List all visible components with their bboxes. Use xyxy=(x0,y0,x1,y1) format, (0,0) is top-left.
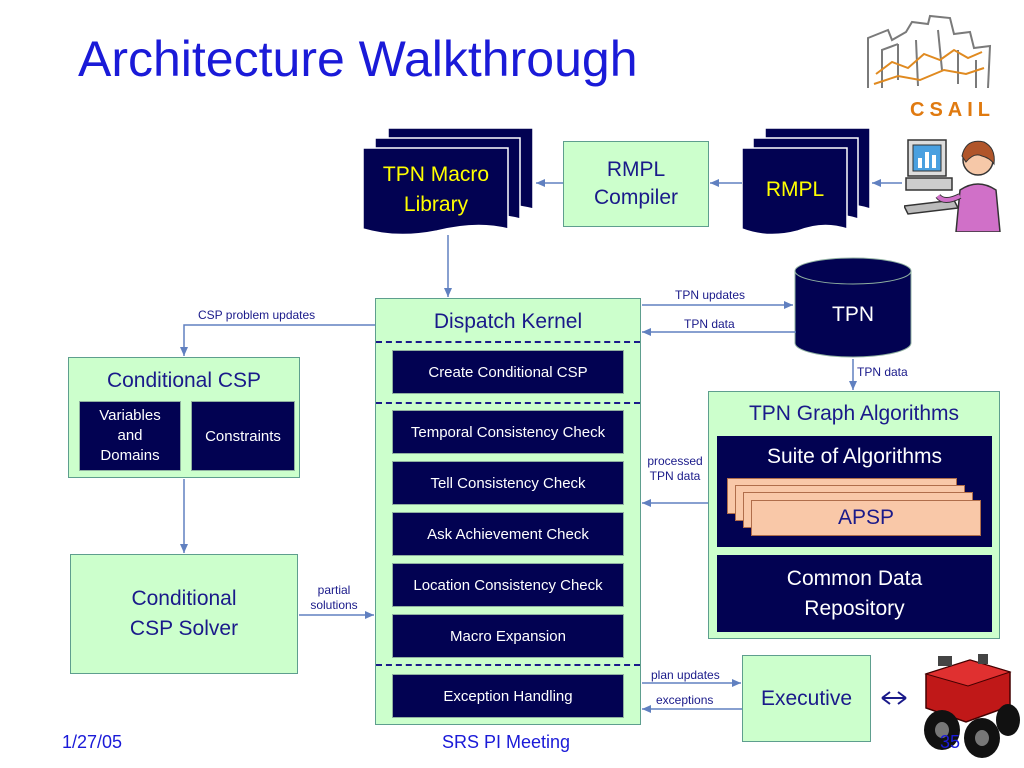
kernel-divider xyxy=(376,341,640,343)
conditional-csp-panel: Conditional CSP Variables and Domains Co… xyxy=(68,357,300,478)
csp-problem-updates-label: CSP problem updates xyxy=(198,308,316,322)
macro-expansion-step: Macro Expansion xyxy=(392,614,624,658)
footer-page-number: 35 xyxy=(940,732,961,752)
slide-title: Architecture Walkthrough xyxy=(78,31,638,87)
location-consistency-check-step: Location Consistency Check xyxy=(392,563,624,607)
ask-achievement-check-step: Ask Achievement Check xyxy=(392,512,624,556)
variables-and-domains-box: Variables and Domains xyxy=(79,401,181,471)
dispatch-kernel-panel: Dispatch Kernel Create Conditional CSP T… xyxy=(375,298,641,725)
executive-box: Executive xyxy=(742,655,871,742)
rmpl-label: RMPL xyxy=(765,178,825,201)
constraints-box: Constraints xyxy=(191,401,295,471)
conditional-csp-title: Conditional CSP xyxy=(106,369,262,392)
suite-of-algorithms-box: Suite of Algorithms APSP xyxy=(717,436,992,547)
tell-consistency-check-step: Tell Consistency Check xyxy=(392,461,624,505)
rmpl-compiler-box: RMPL Compiler xyxy=(563,141,709,227)
tpn-macro-library-stack: TPN Macro Library xyxy=(362,127,534,239)
plan-updates-label: plan updates xyxy=(651,668,720,682)
tpn-updates-label: TPN updates xyxy=(675,288,746,302)
dispatch-kernel-title: Dispatch Kernel xyxy=(433,310,583,333)
tpn-database: TPN xyxy=(794,257,912,359)
kernel-divider xyxy=(376,664,640,666)
footer-meeting: SRS PI Meeting xyxy=(442,732,571,752)
user-at-computer-icon xyxy=(902,134,1002,233)
tpn-graph-algorithms-panel: TPN Graph Algorithms Suite of Algorithms… xyxy=(708,391,1000,639)
footer-date: 1/27/05 xyxy=(62,732,123,752)
tpn-macro-library-label: TPN Macro Library xyxy=(382,163,490,216)
create-conditional-csp-step: Create Conditional CSP xyxy=(392,350,624,394)
csail-logo: CSAIL xyxy=(858,10,1008,125)
exceptions-label: exceptions xyxy=(656,693,714,707)
conditional-csp-solver-box: Conditional CSP Solver xyxy=(70,554,298,674)
suite-of-algorithms-title: Suite of Algorithms xyxy=(766,445,943,468)
exception-handling-step: Exception Handling xyxy=(392,674,624,718)
tpn-label: TPN xyxy=(832,303,874,326)
robot-rover-icon xyxy=(912,650,1022,762)
processed-tpn-data-label: processed TPN data xyxy=(647,454,703,483)
tpn-data-down-label: TPN data xyxy=(857,365,908,379)
apsp-card: APSP xyxy=(751,500,981,536)
partial-solutions-label: partial solutions xyxy=(310,583,358,612)
common-data-repository-box: Common Data Repository xyxy=(717,555,992,632)
csail-logo-text: CSAIL xyxy=(910,99,995,121)
temporal-consistency-check-step: Temporal Consistency Check xyxy=(392,410,624,454)
kernel-divider xyxy=(376,402,640,404)
rmpl-stack: RMPL xyxy=(741,127,871,239)
tpn-graph-algorithms-title: TPN Graph Algorithms xyxy=(748,402,960,425)
csp-problem-updates-arrow xyxy=(180,324,375,356)
tpn-data-label: TPN data xyxy=(684,317,735,331)
